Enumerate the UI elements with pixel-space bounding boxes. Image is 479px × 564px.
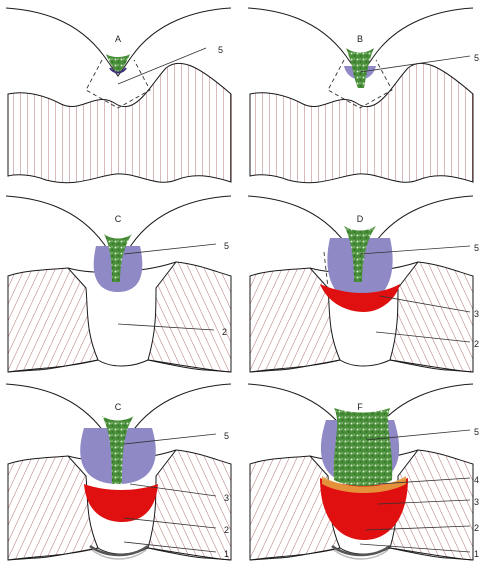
callout-label: 5 (474, 427, 479, 437)
red-zone (84, 484, 158, 522)
panel-letter: C (115, 402, 122, 412)
hatched-right (390, 262, 473, 372)
hatched-left (8, 268, 98, 372)
panel-letter: B (357, 34, 363, 44)
panel-f: F 5 4 3 2 1 (248, 384, 479, 560)
callout-label: 2 (222, 327, 227, 337)
callout-label: 3 (474, 497, 479, 507)
hatched-right (148, 450, 231, 560)
panel-letter: C (115, 214, 122, 224)
callout-label: 2 (224, 525, 229, 535)
callout-label: 2 (474, 523, 479, 533)
callout-label: 5 (224, 241, 229, 251)
callout-label: 3 (474, 309, 479, 319)
callout-label: 5 (474, 243, 479, 253)
hatched-band (8, 63, 231, 182)
panel-letter: F (357, 402, 363, 412)
panel-letter: D (357, 214, 364, 224)
hatched-left (8, 456, 98, 560)
panel-d: D 5 3 2 (248, 196, 479, 372)
green-plug (334, 408, 393, 486)
hatched-right (148, 262, 231, 372)
panel-e: C 5 3 2 1 (6, 384, 231, 560)
callout-label: 4 (474, 475, 479, 485)
callout-label: 2 (474, 339, 479, 349)
callout-label: 5 (224, 431, 229, 441)
callout-label: 5 (218, 45, 223, 55)
callout-label: 1 (474, 549, 479, 559)
hatched-left (250, 268, 340, 372)
callout-label: 5 (474, 53, 479, 63)
panel-a: A5 (6, 8, 231, 183)
callout-label: 1 (224, 549, 229, 559)
callout-label: 3 (224, 493, 229, 503)
panel-b: B5 (248, 8, 479, 183)
panel-letter: A (115, 34, 121, 44)
panel-c: C 5 2 (6, 196, 231, 372)
